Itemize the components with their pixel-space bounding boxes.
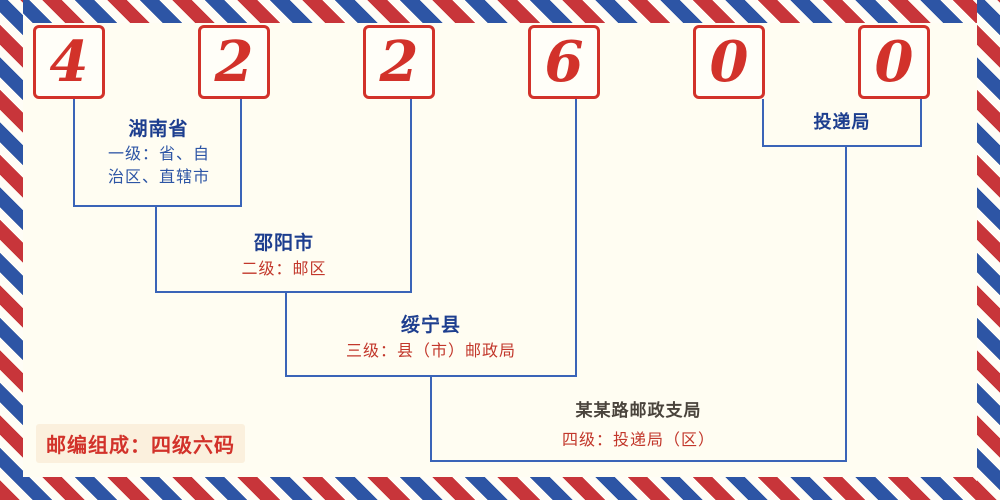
digit-box-6: 0 [858, 25, 930, 99]
envelope-border-top [0, 0, 1000, 23]
delivery-office-label: 投递局 [813, 112, 871, 133]
county-name: 绥宁县 [400, 314, 461, 336]
branch-level-desc: 四级：投递局（区） [561, 430, 715, 449]
connector-line [155, 205, 157, 293]
digit-box-4: 6 [528, 25, 600, 99]
city-name: 邵阳市 [253, 232, 314, 254]
connector-line [845, 145, 847, 462]
digit-5: 0 [709, 29, 749, 95]
envelope-border-right [977, 0, 1000, 500]
connector-line [762, 99, 764, 147]
envelope-border-bottom [0, 477, 1000, 500]
digit-box-5: 0 [693, 25, 765, 99]
connector-line [73, 205, 242, 207]
connector-line [762, 145, 922, 147]
connector-line [155, 291, 412, 293]
connector-line [430, 375, 432, 462]
postal-code-composition-note: 邮编组成：四级六码 [36, 424, 245, 463]
digit-1: 4 [49, 29, 89, 95]
digit-3: 2 [379, 29, 419, 95]
digit-box-1: 4 [33, 25, 105, 99]
envelope-border-left [0, 0, 23, 500]
digit-2: 2 [214, 29, 254, 95]
connector-line [240, 99, 242, 207]
connector-line [430, 460, 847, 462]
digit-box-2: 2 [198, 25, 270, 99]
digit-6: 0 [874, 29, 914, 95]
connector-line [410, 99, 412, 293]
digit-4: 6 [544, 29, 584, 95]
connector-line [575, 99, 577, 377]
digit-box-3: 2 [363, 25, 435, 99]
province-name: 湖南省 [128, 118, 189, 140]
branch-name: 某某路邮政支局 [575, 401, 702, 421]
connector-line [73, 99, 75, 207]
county-level-desc: 三级：县（市）邮政局 [345, 341, 516, 360]
connector-line [285, 291, 287, 377]
connector-line [920, 99, 922, 147]
city-level-desc: 二级：邮区 [241, 259, 327, 278]
province-level-desc: 一级：省、自治区、直辖市 [107, 144, 210, 187]
